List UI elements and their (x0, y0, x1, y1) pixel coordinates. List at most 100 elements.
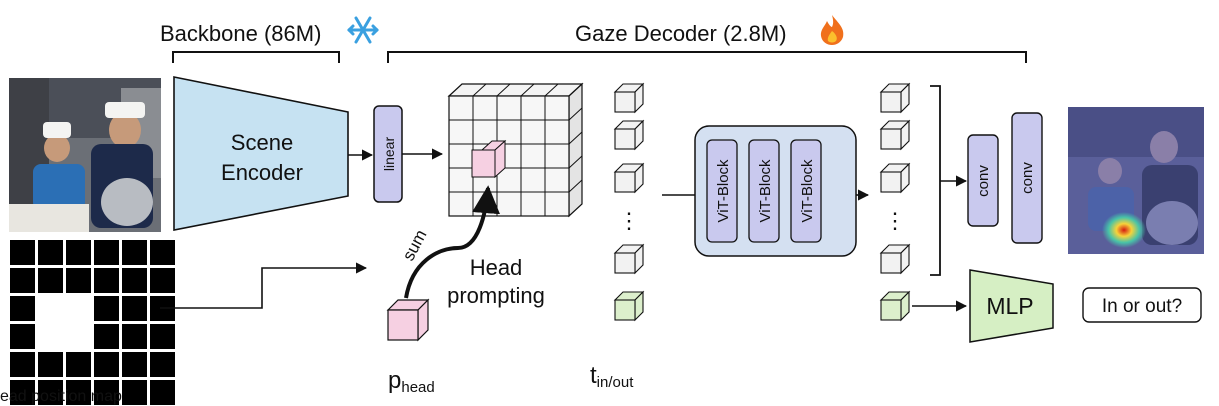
background-cell (122, 352, 147, 377)
background-cell (122, 380, 147, 405)
gaze-decoder-title: Gaze Decoder (2.8M) (575, 21, 787, 46)
scene-encoder-label-line2: Encoder (221, 160, 303, 185)
head-token-in-grid (471, 139, 507, 179)
vit-block-label: ViT-Block (799, 159, 816, 223)
background-cell (94, 380, 119, 405)
feature-grid (447, 82, 584, 218)
output-token (879, 82, 911, 114)
vit-block-2: ViT-Block (748, 139, 780, 243)
background-cell (66, 380, 91, 405)
scene-token (613, 82, 645, 114)
background-cell (150, 268, 175, 293)
background-cell (10, 352, 35, 377)
head-prompting-label-line1: Head (470, 255, 523, 280)
snowflake-icon (347, 16, 379, 44)
ellipsis-output: ⋮ (884, 208, 906, 233)
background-cell (150, 380, 175, 405)
output-in-out-token (879, 290, 911, 322)
backbone-bracket (172, 51, 340, 63)
vit-block-label: ViT-Block (715, 159, 732, 223)
in-or-out-box (1082, 287, 1202, 323)
arrow-headmap-to-grid (160, 262, 368, 309)
background-cell (94, 240, 119, 265)
grid-line (496, 83, 511, 97)
background-cell (94, 352, 119, 377)
background-cell (150, 324, 175, 349)
backbone-title: Backbone (86M) (160, 21, 321, 46)
scene-token (613, 119, 645, 151)
background-cell (10, 268, 35, 293)
in-out-token (613, 290, 645, 322)
linear-label: linear (381, 137, 397, 172)
background-cell (38, 240, 63, 265)
output-heatmap-image (1068, 107, 1204, 254)
conv-label-2: conv (1019, 162, 1036, 194)
background-cell (38, 380, 63, 405)
p-head-token (386, 298, 430, 342)
head-position-cell (66, 296, 94, 324)
conv-layer-1 (967, 134, 999, 227)
head-position-cell (38, 296, 66, 324)
grid-side-face (568, 82, 583, 218)
conv-label-1: conv (975, 165, 992, 197)
background-cell (94, 296, 119, 321)
vit-block-3: ViT-Block (790, 139, 822, 243)
mlp-label: MLP (986, 293, 1033, 319)
background-cell (122, 268, 147, 293)
conv-layer-2 (1011, 112, 1043, 244)
background-cell (122, 324, 147, 349)
background-cell (10, 296, 35, 321)
background-cell (38, 268, 63, 293)
mlp-block (969, 269, 1054, 343)
head-position-map (8, 238, 178, 406)
grid-line (520, 83, 535, 97)
background-cell (10, 380, 35, 405)
vit-block-label: ViT-Block (757, 159, 774, 223)
scene-encoder-label-line1: Scene (231, 130, 293, 155)
t-inout-label: tin/out (590, 362, 634, 391)
background-cell (94, 324, 119, 349)
head-position-cell (66, 324, 94, 352)
background-cell (150, 240, 175, 265)
background-cell (94, 268, 119, 293)
sum-arrow (404, 185, 501, 299)
output-token (879, 162, 911, 194)
background-cell (38, 352, 63, 377)
grid-line (544, 83, 559, 97)
p-head-cube-front (387, 309, 419, 341)
token-column-output (879, 82, 911, 322)
background-cell (10, 324, 35, 349)
ellipsis-input: ⋮ (618, 208, 640, 233)
grid-top-face (447, 83, 584, 97)
head-position-map-label: ead position map (0, 388, 122, 405)
output-token (879, 243, 911, 275)
grid-line (568, 107, 583, 121)
input-scene-image (9, 78, 161, 232)
scene-token (613, 243, 645, 275)
grid-line (568, 179, 583, 193)
p-head-label: phead (388, 367, 435, 396)
scene-token (613, 162, 645, 194)
background-cell (10, 240, 35, 265)
vit-block-1: ViT-Block (706, 139, 738, 243)
output-token (879, 119, 911, 151)
grid-front-face (448, 95, 570, 217)
background-cell (66, 240, 91, 265)
output-token-bracket (930, 85, 941, 276)
fire-icon (820, 15, 844, 45)
head-prompting-label-line2: prompting (447, 283, 545, 308)
grid-line (568, 155, 583, 169)
head-position-cell (38, 324, 66, 352)
scene-encoder-block (173, 76, 349, 231)
grid-line (472, 83, 487, 97)
background-cell (150, 352, 175, 377)
decoder-bracket (387, 51, 1027, 63)
grid-line (568, 131, 583, 145)
background-cell (122, 296, 147, 321)
background-cell (66, 352, 91, 377)
background-cell (122, 240, 147, 265)
in-or-out-label: In or out? (1102, 296, 1182, 317)
token-column-input (613, 82, 645, 322)
background-cell (66, 268, 91, 293)
